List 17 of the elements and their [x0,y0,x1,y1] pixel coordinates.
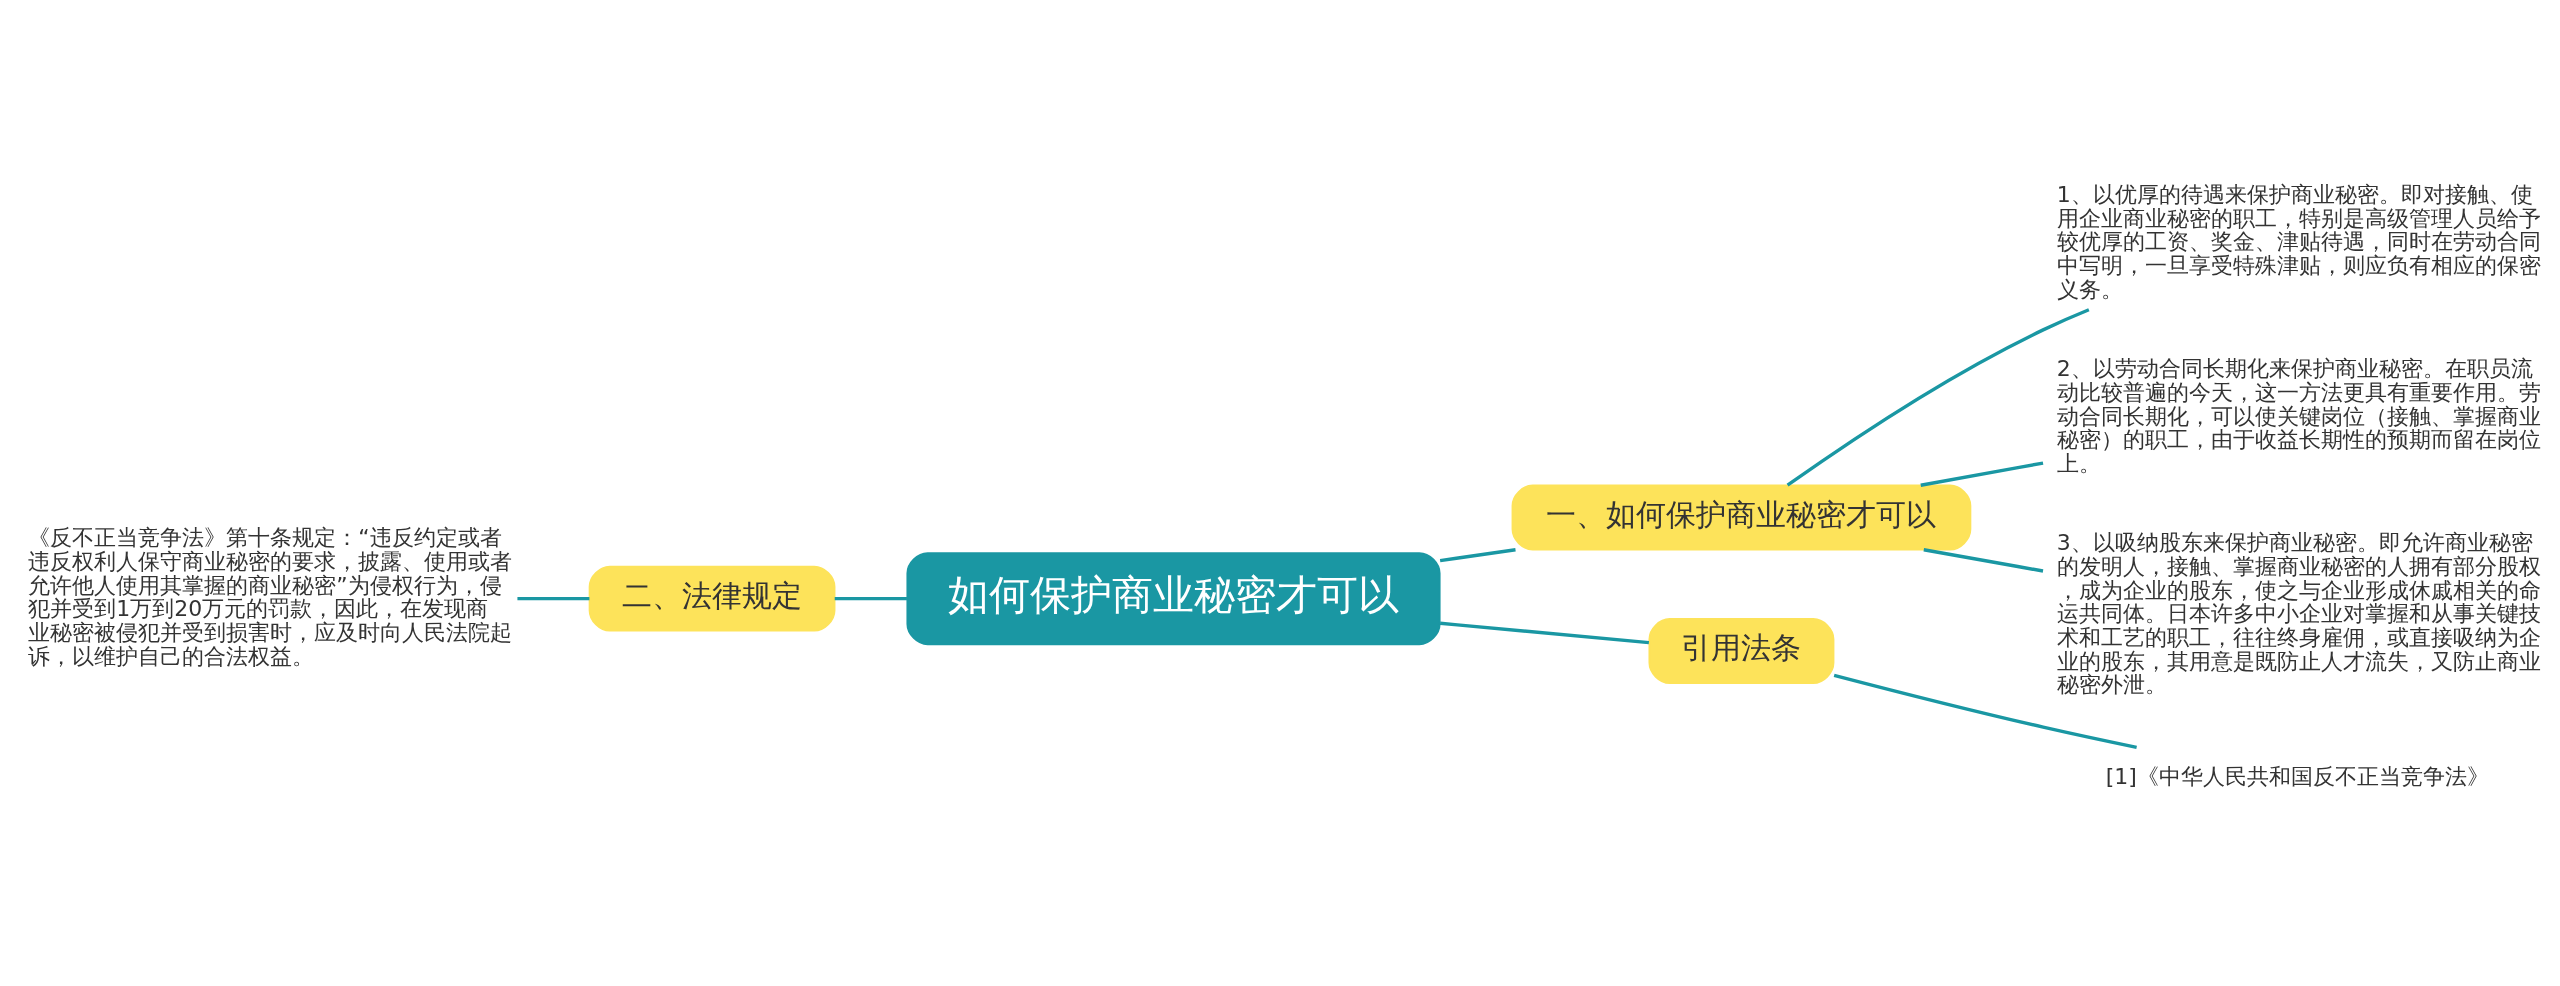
connector [1920,461,2044,487]
node-text: 《反不正当竞争法》第十条规定：“违反约定或者违反权利人保守商业秘密的要求，披露、使用或者允许他人使用其掌握的商业秘密”为侵权行为，侵犯并受到1万到20万元的罚款，因此，在发现商业秘密被侵犯并受到损害时，应及时向人民法院起诉，以维护自己的合法权益。 [28,525,513,669]
connector [1786,308,2090,487]
node-box: 引用法条 [1648,618,1835,684]
connector [1833,673,2137,749]
node-text: [1]《中华人民共和国反不正当竞争法》 [2105,763,2489,789]
node-text: 1、以优厚的待遇来保护商业秘密。即对接触、使用企业商业秘密的职工，特别是高级管理人员给予较优厚的工资、奖金、津贴待遇，同时在劳动合同中写明，一旦享受特殊津贴，则应负有相应的保密义务。 [2056,182,2541,302]
node-box: 如何保护商业秘密才可以 [906,552,1441,646]
node-text: 2、以劳动合同长期化来保护商业秘密。在职员流动比较普遍的今天，这一方法更具有重要作用。劳动合同长期化，可以使关键岗位（接触、掌握商业秘密）的职工，由于收益长期性的预期而留在岗位上。 [2056,356,2541,476]
connector [517,596,590,601]
node-box: 一、如何保护商业秘密才可以 [1511,484,1972,551]
connector [1439,621,1650,645]
node-box: 二、法律规定 [588,565,836,632]
node-text: 3、以吸纳股东来保护商业秘密。即允许商业秘密的发明人，接触、掌握商业秘密的人拥有部分股权，成为企业的股东，使之与企业形成休戚相关的命运共同体。日本许多中小企业对掌握和从事关键技术和工艺的职工，往往终身雇佣，或直接吸纳为企业的股东，其用意是既防止人才流失，又防止商业秘密外泄。 [2056,530,2541,698]
connector [834,596,907,601]
connector [1923,548,2044,573]
connector [1439,548,1516,563]
